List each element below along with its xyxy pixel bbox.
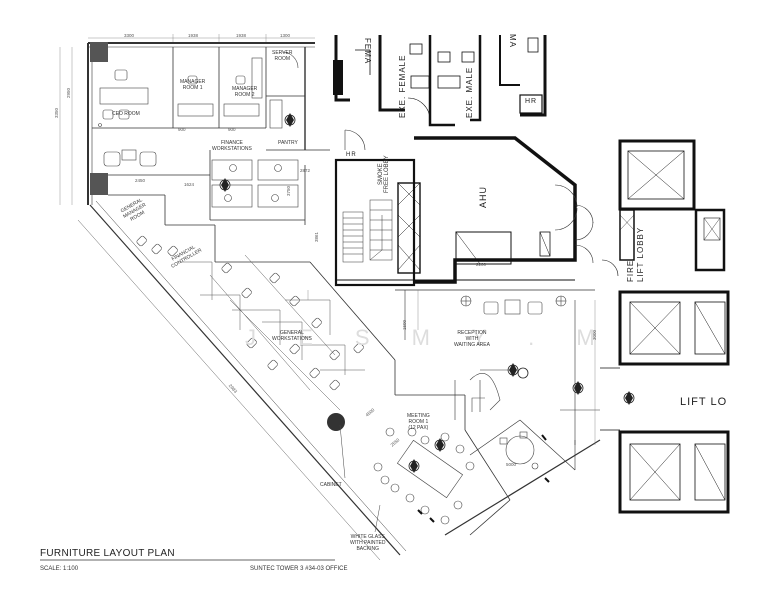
room-label-lift-lobby: LIFT LO [680,396,728,408]
plan-scale: SCALE: 1:100 [40,566,79,572]
manager-furniture [177,51,299,129]
core-walls [334,136,577,287]
workstation-desks [180,254,365,411]
general-workstation-chairs [136,235,364,391]
room-label-meeting: MEETING ROOM 1 (12 PAX) [407,413,430,431]
dim-1: 3300 [124,33,135,38]
column-left-mid [90,173,108,195]
room-label-exe-female: EXE. FEMALE [398,54,407,118]
room-label-male: MA [508,34,517,48]
cabinet-symbol [327,413,345,431]
dim-7: 900 [178,127,186,132]
plan-title: FURNITURE LAYOUT PLAN [40,548,175,559]
room-label-reception: RECEPTION WITH WAITING AREA [454,330,490,348]
room-label-smoke-lobby: SMOKE FREE LOBBY [378,155,390,193]
room-label-female: FEMA [363,38,372,65]
dim-11: 2872 [300,168,311,173]
dim-16: 3000 [592,329,597,340]
watermark: J E S M Y . M [245,325,613,350]
dim-3: 1938 [236,33,247,38]
dim-15: 1500 [402,319,407,330]
dim-14: 2200 [476,262,487,267]
meeting-room-small-table [499,431,539,470]
section-markers [219,113,635,473]
meeting-table [373,427,475,525]
room-label-server: SERVER ROOM [272,50,293,62]
column-toilet [333,60,343,95]
room-label-hr-lobby: HR [346,152,357,158]
glass-dashes [417,434,550,523]
dim-10: 1624 [184,182,195,187]
room-label-general-workstations: GENERAL WORKSTATIONS [272,330,312,342]
meeting-room-walls [395,380,601,536]
smoke-lobby-doors [344,129,594,264]
room-label-exe-male: EXE. MALE [465,66,474,118]
dim-2: 1938 [188,33,199,38]
dim-13: 3861 [314,231,319,242]
office-walls [87,42,330,225]
column-top-left [90,42,108,62]
reception-walls [395,289,600,445]
annotation-cabinet: CABINET [320,482,342,488]
stair [342,199,393,263]
finance-furniture [211,159,299,208]
dim-8: 900 [228,127,236,132]
room-label-ceo: CEO ROOM [112,111,140,117]
room-label-manager-1: MANAGER ROOM 1 [180,79,206,91]
dim-4: 1300 [280,33,291,38]
diagonal-facade [77,194,407,561]
dim-20: 5000 [506,462,517,467]
annotation-white-glass: WHITE GLASS WITH PAINTED BACKING [350,534,386,552]
plan-project-name: SUNTEC TOWER 3 #34-03 OFFICE [250,566,348,572]
dim-5: 2950 [66,87,71,98]
room-label-ahu: AHU [478,185,488,208]
reception-furniture [460,295,567,412]
dim-9: 2450 [135,178,146,183]
lift-core [600,139,730,514]
room-label-fire-lift-lobby: FIRE LIFT LOBBY [626,226,645,282]
toilets [334,35,547,127]
dim-6: 3350 [54,107,59,118]
room-label-finance: FINANCE WORKSTATIONS [212,140,252,152]
ceo-furniture [98,69,157,167]
dimension-lines [59,34,596,445]
dim-12: 3750 [286,185,291,196]
room-label-pantry: PANTRY [278,140,298,146]
room-label-hr-top: HR [525,98,538,105]
room-label-manager-2: MANAGER ROOM 2 [232,86,258,98]
